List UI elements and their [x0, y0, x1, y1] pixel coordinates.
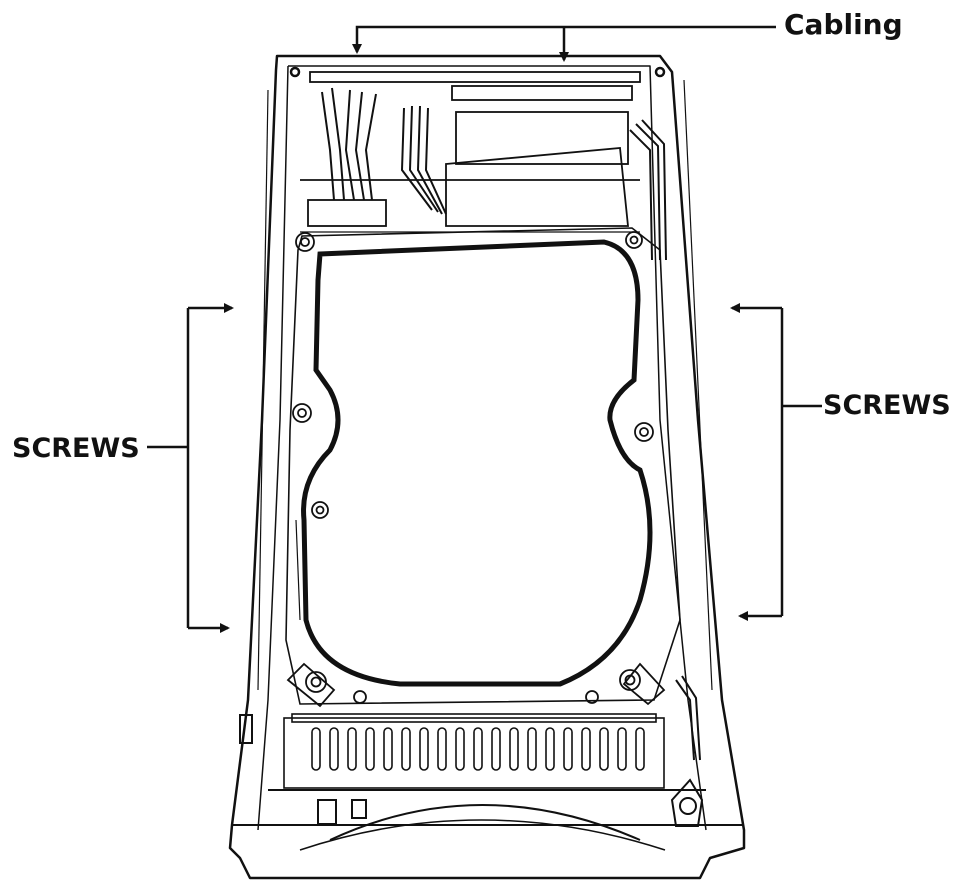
vent-grille [284, 714, 664, 788]
screws-left-bracket [147, 308, 232, 628]
mounting-screws [288, 232, 664, 706]
screws-right-label: SCREWS [823, 392, 951, 419]
hard-drive [286, 228, 680, 704]
screws-left-label: SCREWS [12, 435, 140, 462]
front-bezel [232, 715, 744, 850]
cabling-label: Cabling [784, 11, 903, 39]
connector-board [300, 72, 640, 232]
screws-right-bracket [732, 308, 822, 616]
cable-bundles [322, 88, 700, 760]
